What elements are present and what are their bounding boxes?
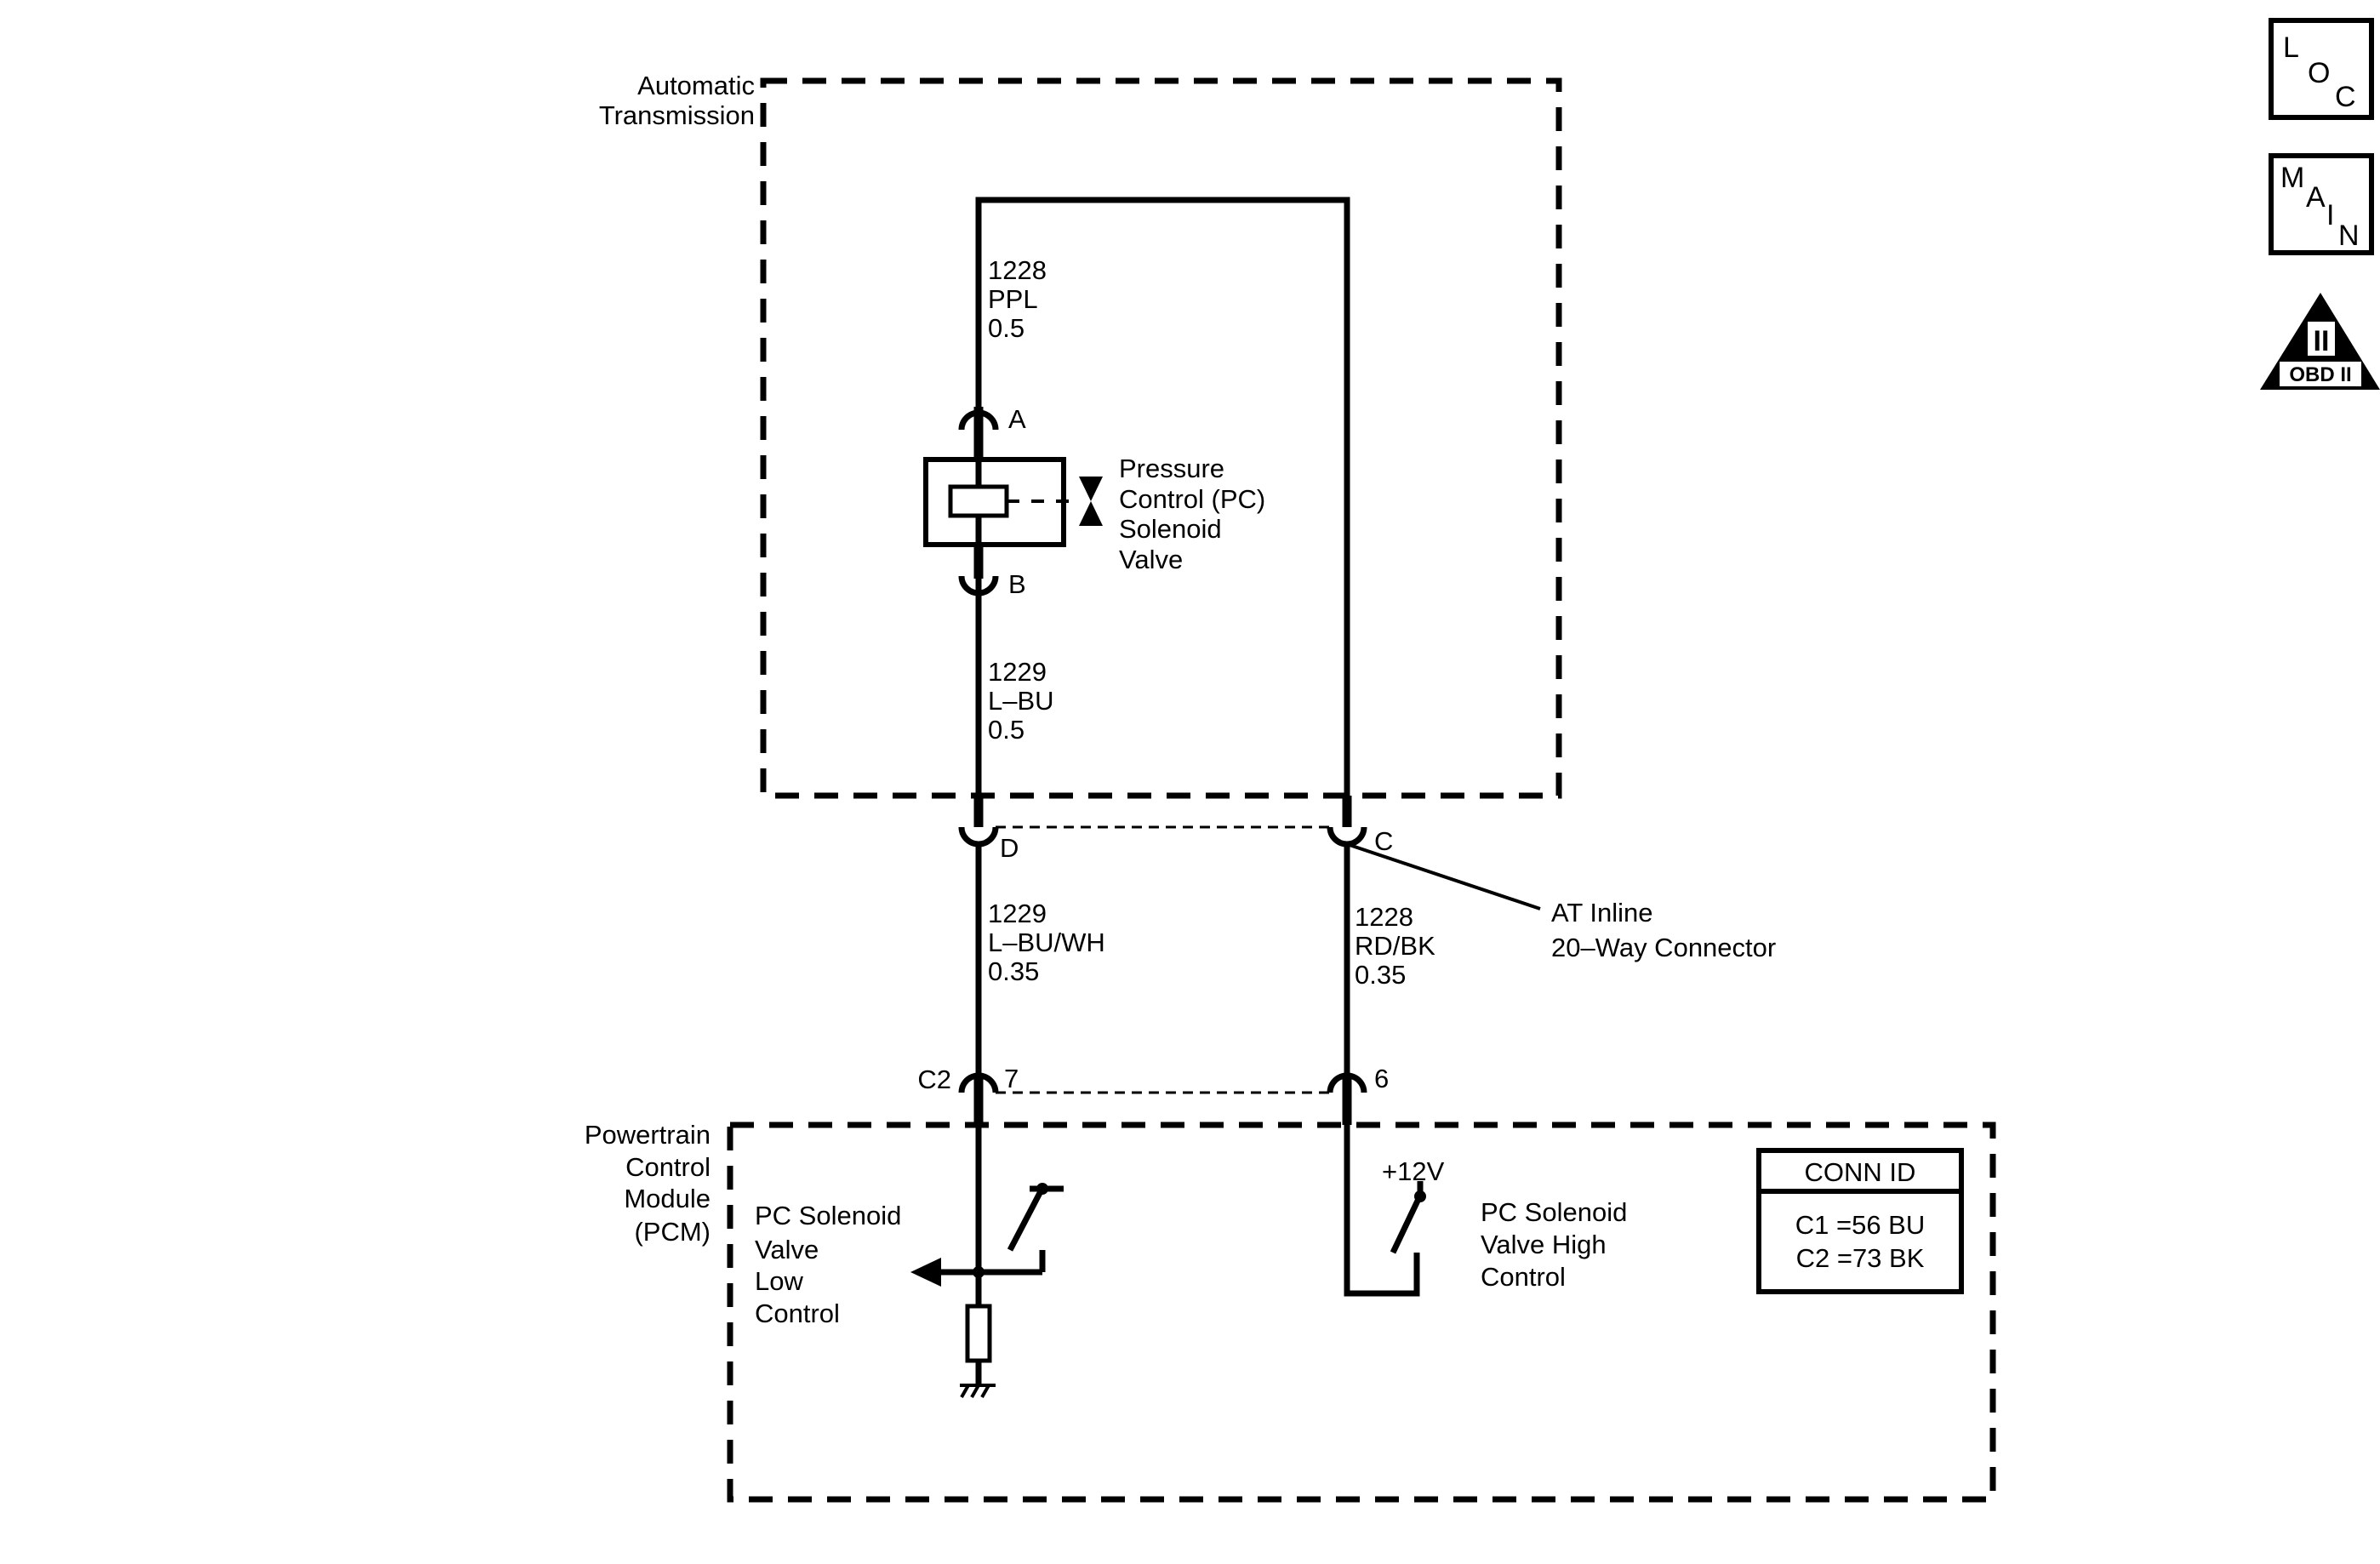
obd-ii-label-plate: [2280, 362, 2361, 386]
main-letter-m: M: [2280, 162, 2304, 194]
high-control-label-line2: Valve High: [1481, 1230, 1607, 1259]
main-letter-a: A: [2306, 181, 2326, 214]
conn-id-title: CONN ID: [1805, 1157, 1916, 1187]
loc-button-frame: [2269, 18, 2374, 120]
loc-button[interactable]: L O C: [2269, 18, 2374, 120]
transmission-label-line2: Transmission: [599, 100, 755, 130]
loc-letter-o: O: [2308, 57, 2330, 89]
pin-d-label: D: [1000, 833, 1019, 863]
wire-1228-rdbk-color: RD/BK: [1355, 931, 1435, 961]
pcm-label-line1: Powertrain: [585, 1120, 711, 1150]
low-control-label-line4: Control: [755, 1299, 840, 1328]
wire-1228-ppl: 1228 PPL 0.5: [975, 197, 1350, 796]
obd-ii-roman-plate: [2308, 322, 2335, 356]
low-control-driver: PC Solenoid Valve Low Control: [755, 1125, 1064, 1398]
high-control-label-line3: Control: [1481, 1262, 1566, 1292]
transmission-label-line1: Automatic: [637, 71, 755, 100]
main-button-frame: [2269, 153, 2374, 255]
plus-12v-label: +12V: [1382, 1156, 1445, 1186]
pin-d-arc: [958, 826, 999, 848]
pc-solenoid-label-line4: Valve: [1119, 545, 1183, 574]
conn-id-frame: [1756, 1148, 1964, 1294]
conn-id-c2: C2 =73 BK: [1796, 1243, 1925, 1273]
ground-tick-3: [980, 1384, 990, 1398]
ground-tick-2: [970, 1384, 980, 1398]
low-control-label-line1: PC Solenoid: [755, 1201, 901, 1230]
high-switch-blade: [1390, 1197, 1422, 1254]
wire-1228-ppl-size: 0.5: [988, 313, 1024, 343]
obd-ii-roman: II: [2314, 325, 2330, 357]
at-connector-label-line2: 20–Way Connector: [1551, 933, 1776, 962]
high-control-wire: [1344, 1125, 1420, 1297]
pcm-dashed-box: [727, 1122, 1996, 1503]
loc-letter-l: L: [2283, 31, 2299, 64]
main-letter-n: N: [2338, 220, 2360, 252]
valve-symbol-top: [1079, 477, 1103, 501]
pcm-label-line2: Control: [625, 1152, 711, 1182]
wire-1228-ppl-circuit: 1228: [988, 255, 1047, 285]
wire-1229-lbu: 1229 L–BU 0.5: [975, 579, 1054, 796]
pc-solenoid-label-line3: Solenoid: [1119, 514, 1222, 544]
wire-1229-lbuwh-circuit: 1229: [988, 899, 1047, 928]
connector-leader-line: [1346, 842, 1541, 910]
wire-1228-ppl-path: [975, 197, 1350, 796]
low-control-arrow: [910, 1258, 941, 1287]
pc-solenoid-label-line1: Pressure: [1119, 454, 1224, 483]
wire-1229-lbuwh: 1229 L–BU/WH 0.35: [975, 844, 1105, 1076]
wire-1229-lbu-size: 0.5: [988, 715, 1024, 745]
pcm-connector-c2[interactable]: C2 7 6: [917, 1064, 1389, 1125]
obd-ii-label: OBD II: [2289, 363, 2351, 386]
pin-a-connector: A: [958, 404, 1026, 459]
wire-1229-lbu-circuit: 1229: [988, 657, 1047, 687]
loc-letter-c: C: [2335, 81, 2356, 113]
transmission-boundary: Automatic Transmission: [599, 71, 1562, 799]
solenoid-coil: [948, 484, 1009, 518]
transmission-dashed-box: [760, 77, 1562, 799]
pcm-label-line4: (PCM): [634, 1217, 711, 1247]
pcm-label-line3: Module: [624, 1184, 711, 1213]
pin-b-connector: B: [958, 545, 1026, 599]
pin-b-label: B: [1008, 569, 1026, 599]
low-switch-blade: [1007, 1190, 1044, 1252]
wire-1228-rdbk-size: 0.35: [1355, 960, 1406, 990]
wire-1229-lbu-color: L–BU: [988, 686, 1054, 716]
obd-ii-button[interactable]: II OBD II: [2260, 293, 2380, 390]
wire-1228-rdbk-circuit: 1228: [1355, 902, 1413, 932]
low-control-resistor: [965, 1304, 992, 1363]
wire-1228-rdbk: 1228 RD/BK 0.35: [1344, 844, 1435, 1076]
pc-solenoid-label-line2: Control (PC): [1119, 484, 1265, 514]
wire-1229-lbuwh-color: L–BU/WH: [988, 928, 1105, 957]
connector-c2-label: C2: [917, 1065, 951, 1094]
conn-id-table: CONN ID C1 =56 BU C2 =73 BK: [1756, 1148, 1964, 1294]
high-control-label-line1: PC Solenoid: [1481, 1197, 1627, 1227]
high-control-driver: +12V PC Solenoid Valve High Control: [1344, 1125, 1627, 1297]
low-control-label-line2: Valve: [755, 1235, 819, 1264]
wire-1229-lbuwh-size: 0.35: [988, 956, 1039, 986]
main-letter-i: I: [2326, 199, 2334, 231]
wire-1228-ppl-color: PPL: [988, 284, 1038, 314]
low-control-label-line3: Low: [755, 1266, 803, 1296]
pcm-boundary: Powertrain Control Module (PCM): [585, 1120, 1996, 1503]
conn-id-c1: C1 =56 BU: [1795, 1210, 1926, 1240]
valve-symbol-bottom: [1079, 501, 1103, 526]
at-connector-label-line1: AT Inline: [1551, 898, 1652, 928]
pin-6-label: 6: [1374, 1064, 1389, 1093]
pin-7-label: 7: [1004, 1064, 1019, 1093]
main-button[interactable]: M A I N: [2269, 153, 2374, 255]
at-inline-connector[interactable]: D C AT Inline 20–Way Connector: [958, 796, 1776, 962]
pin-c-arc: [1327, 826, 1367, 848]
pc-solenoid-valve[interactable]: Pressure Control (PC) Solenoid Valve: [923, 454, 1265, 574]
ground-tick-1: [960, 1384, 970, 1398]
pin-a-label: A: [1008, 404, 1026, 434]
pin-c-label: C: [1374, 826, 1393, 856]
